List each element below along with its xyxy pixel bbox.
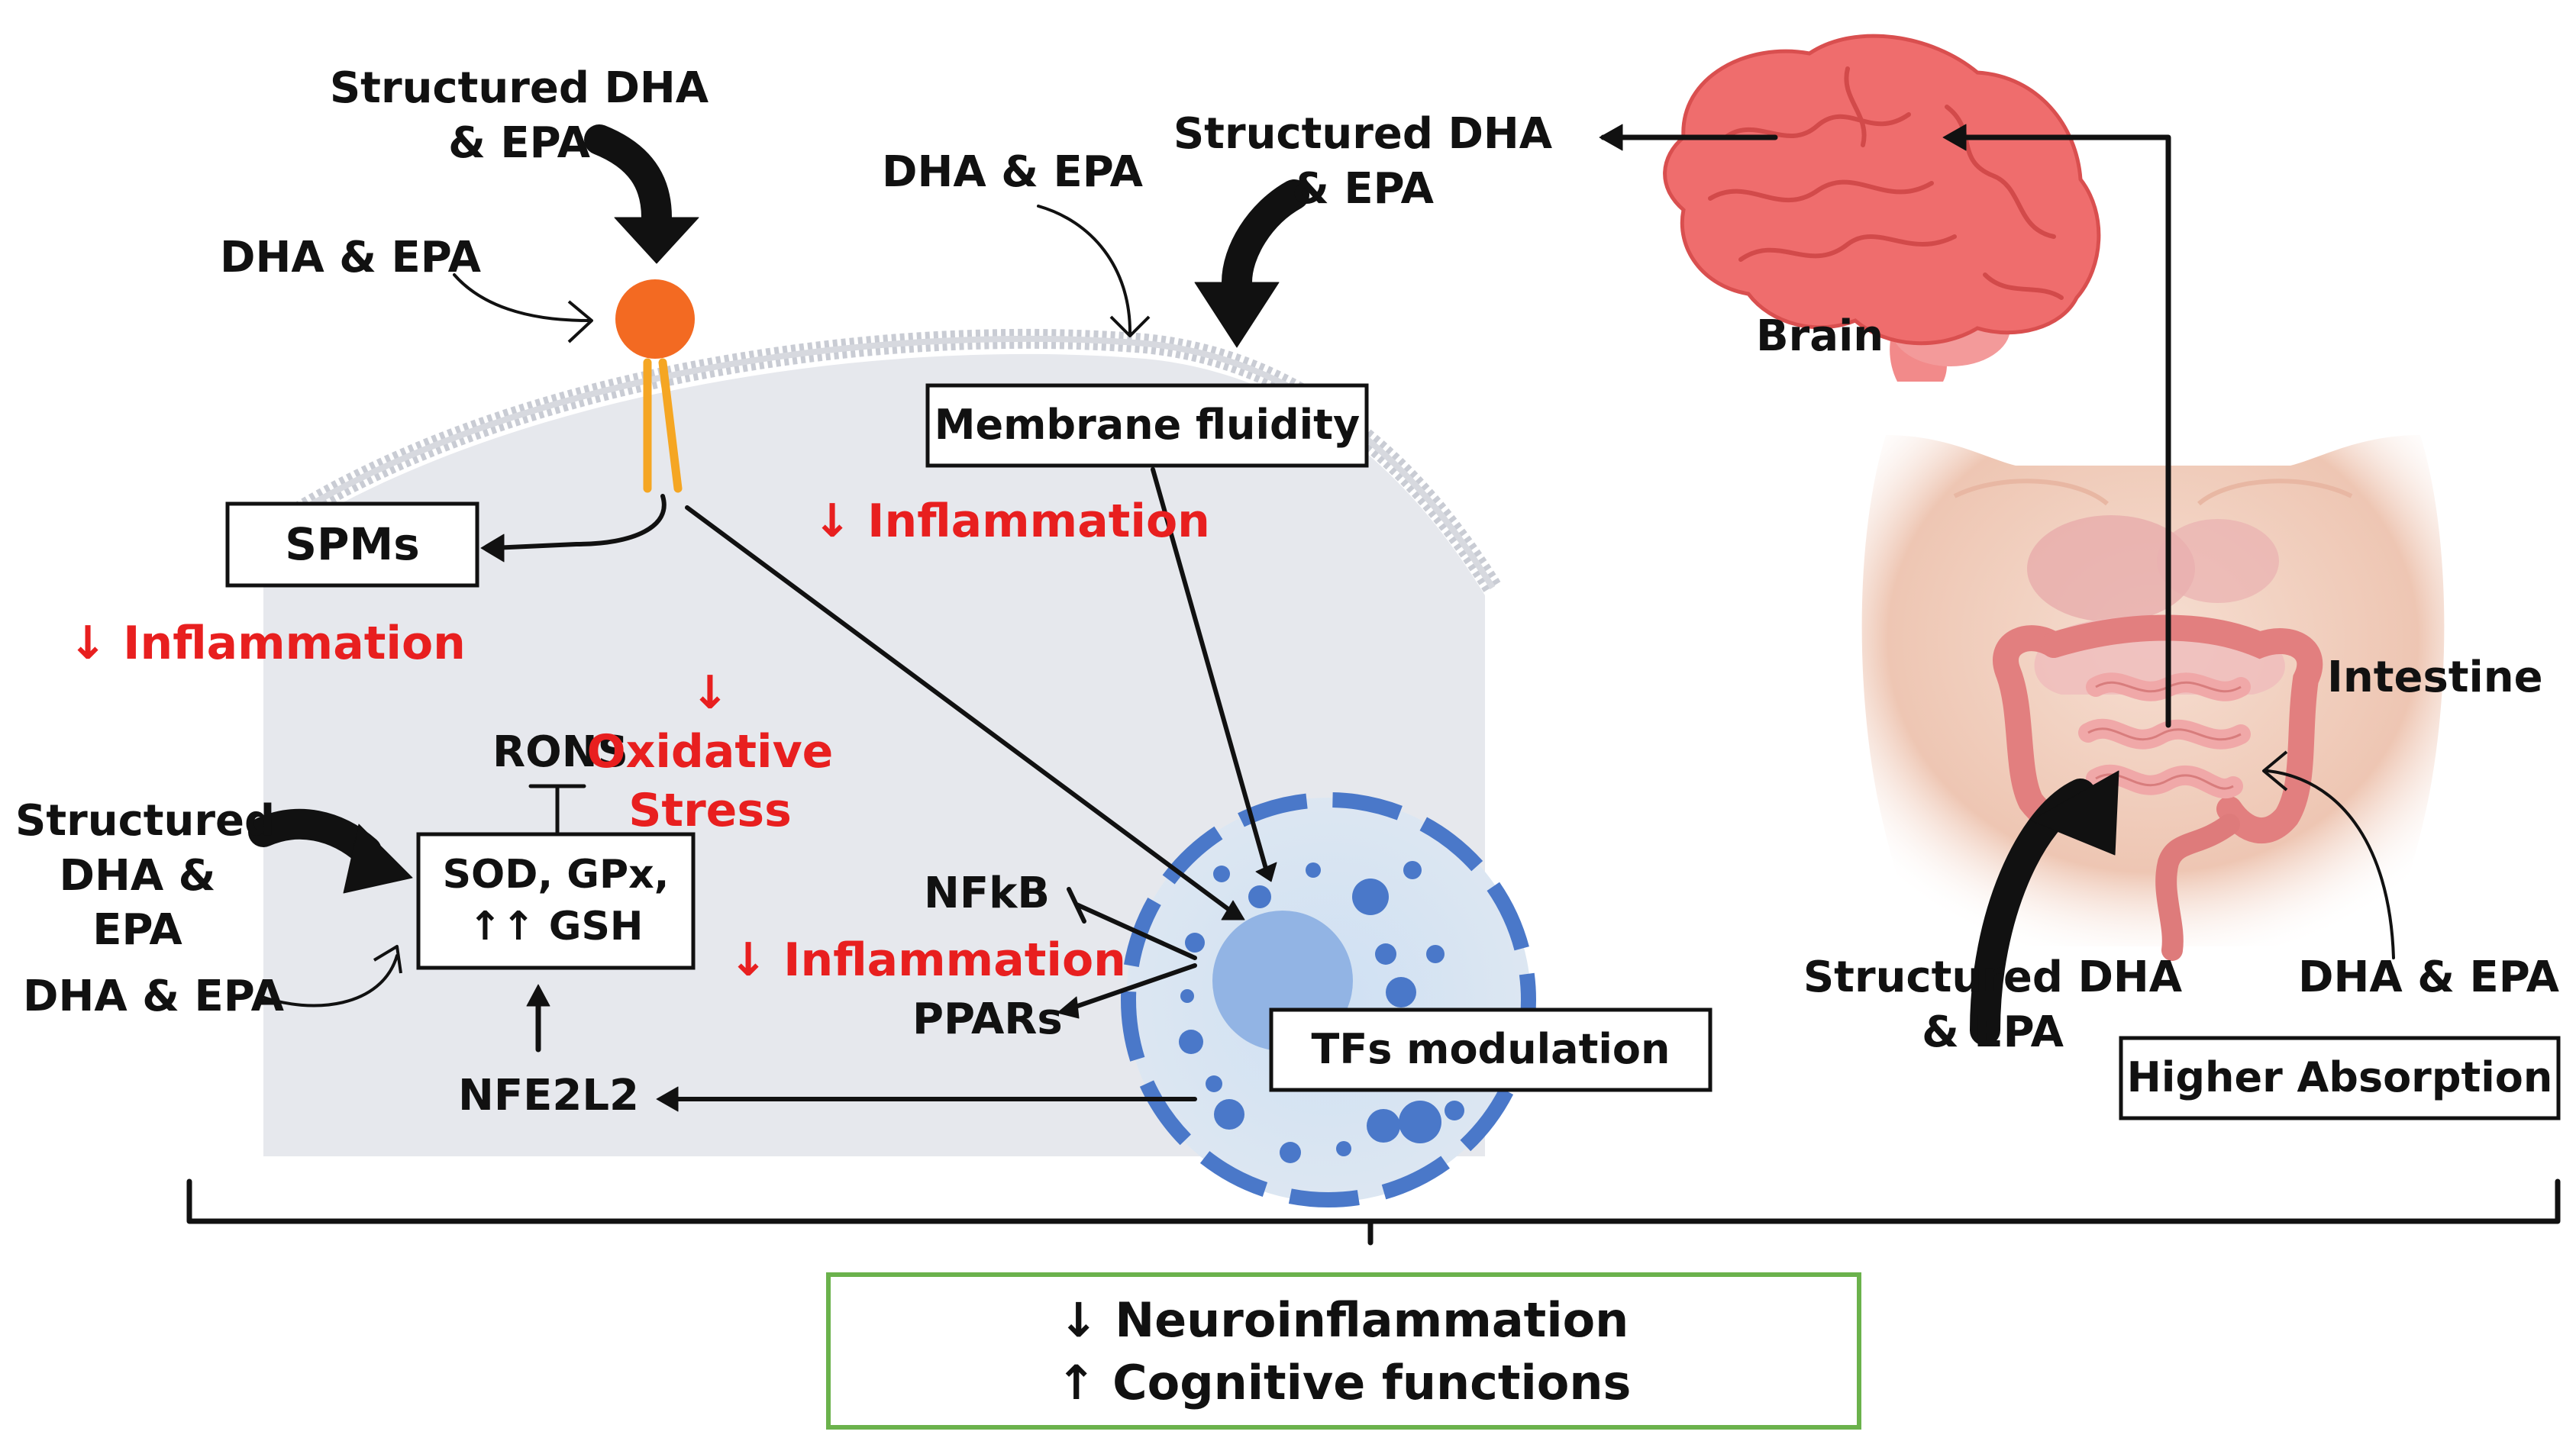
label-dha-epa-left: DHA & EPA	[23, 972, 285, 1021]
arrow-lipid-to-nucleus	[685, 505, 1232, 912]
thin-arrow-top	[453, 273, 589, 322]
thick-arrow-membrane	[1222, 179, 1309, 298]
inhibit-nfkb-bar	[1067, 887, 1086, 924]
label-nfe2l2: NFE2L2	[458, 1071, 639, 1120]
effect-inflammation-membrane: ↓ Inflammation	[813, 495, 1210, 548]
effect-inflammation-spms: ↓ Inflammation	[69, 617, 466, 670]
antioxidant-box-label: SOD, GPx, ↑↑ GSH	[442, 851, 670, 949]
thin-arrow-membrane	[1037, 205, 1131, 334]
effect-inflammation-nucleus: ↓ Inflammation	[729, 933, 1126, 987]
arrow-to-spms	[490, 494, 667, 550]
arrow-membrane-to-nucleus	[1151, 467, 1270, 876]
diagram-open-arrowheads	[373, 300, 2288, 974]
label-brain: Brain	[1756, 311, 1884, 361]
outcome-neuroinflammation: ↓ Neuroinflammation	[1058, 1292, 1629, 1349]
label-structured-membrane: Structured DHA & EPA	[1173, 109, 1553, 214]
antioxidant-box	[416, 832, 696, 970]
label-rons: RONS	[492, 727, 628, 777]
label-structured-top: Structured DHA & EPA	[329, 63, 709, 168]
diagram-arrowheads	[343, 124, 2119, 1112]
intestine-illustration	[1861, 435, 2445, 961]
outcome-cognitive: ↑ Cognitive functions	[1056, 1355, 1632, 1411]
label-dha-epa-top: DHA & EPA	[220, 233, 482, 282]
absorption-box-label: Higher Absorption	[2126, 1053, 2553, 1102]
label-dha-epa-bottom: DHA & EPA	[2298, 953, 2560, 1002]
membrane-box-label: Membrane fluidity	[934, 401, 1361, 450]
label-intestine: Intestine	[2327, 653, 2543, 702]
nucleus-illustration	[1121, 792, 1536, 1207]
label-structured-bottom: Structured DHA & EPA	[1803, 953, 2183, 1057]
tfs-box	[1269, 1007, 1712, 1092]
thin-arrow-intestine	[2266, 769, 2395, 959]
tfs-box-label: TFs modulation	[1311, 1025, 1671, 1074]
diagram-boxes	[225, 383, 2561, 1120]
thin-arrow-antioxidant	[258, 954, 399, 1007]
spms-box-label: SPMs	[285, 517, 420, 570]
absorption-box	[2119, 1036, 2561, 1120]
phospholipid-icon	[615, 279, 695, 493]
arrow-intestine-to-brain	[1959, 134, 2171, 728]
label-ppars: PPARs	[912, 995, 1063, 1044]
effect-oxidative-stress: ↓ Oxidative Stress	[586, 666, 834, 837]
spms-box	[225, 501, 479, 588]
thick-arrow-top	[584, 124, 672, 233]
brain-icon	[1663, 34, 2101, 382]
outcome-box	[826, 1272, 1861, 1430]
label-structured-left: Structured DHA & EPA	[15, 796, 276, 956]
membrane-box	[925, 383, 1369, 468]
label-dha-epa-membrane: DHA & EPA	[882, 147, 1144, 197]
arrow-to-ppars	[1067, 963, 1197, 1011]
outcome-bracket	[186, 1178, 2561, 1246]
label-nfkb: NFkB	[924, 869, 1051, 918]
inhibit-nfkb	[1074, 902, 1197, 960]
